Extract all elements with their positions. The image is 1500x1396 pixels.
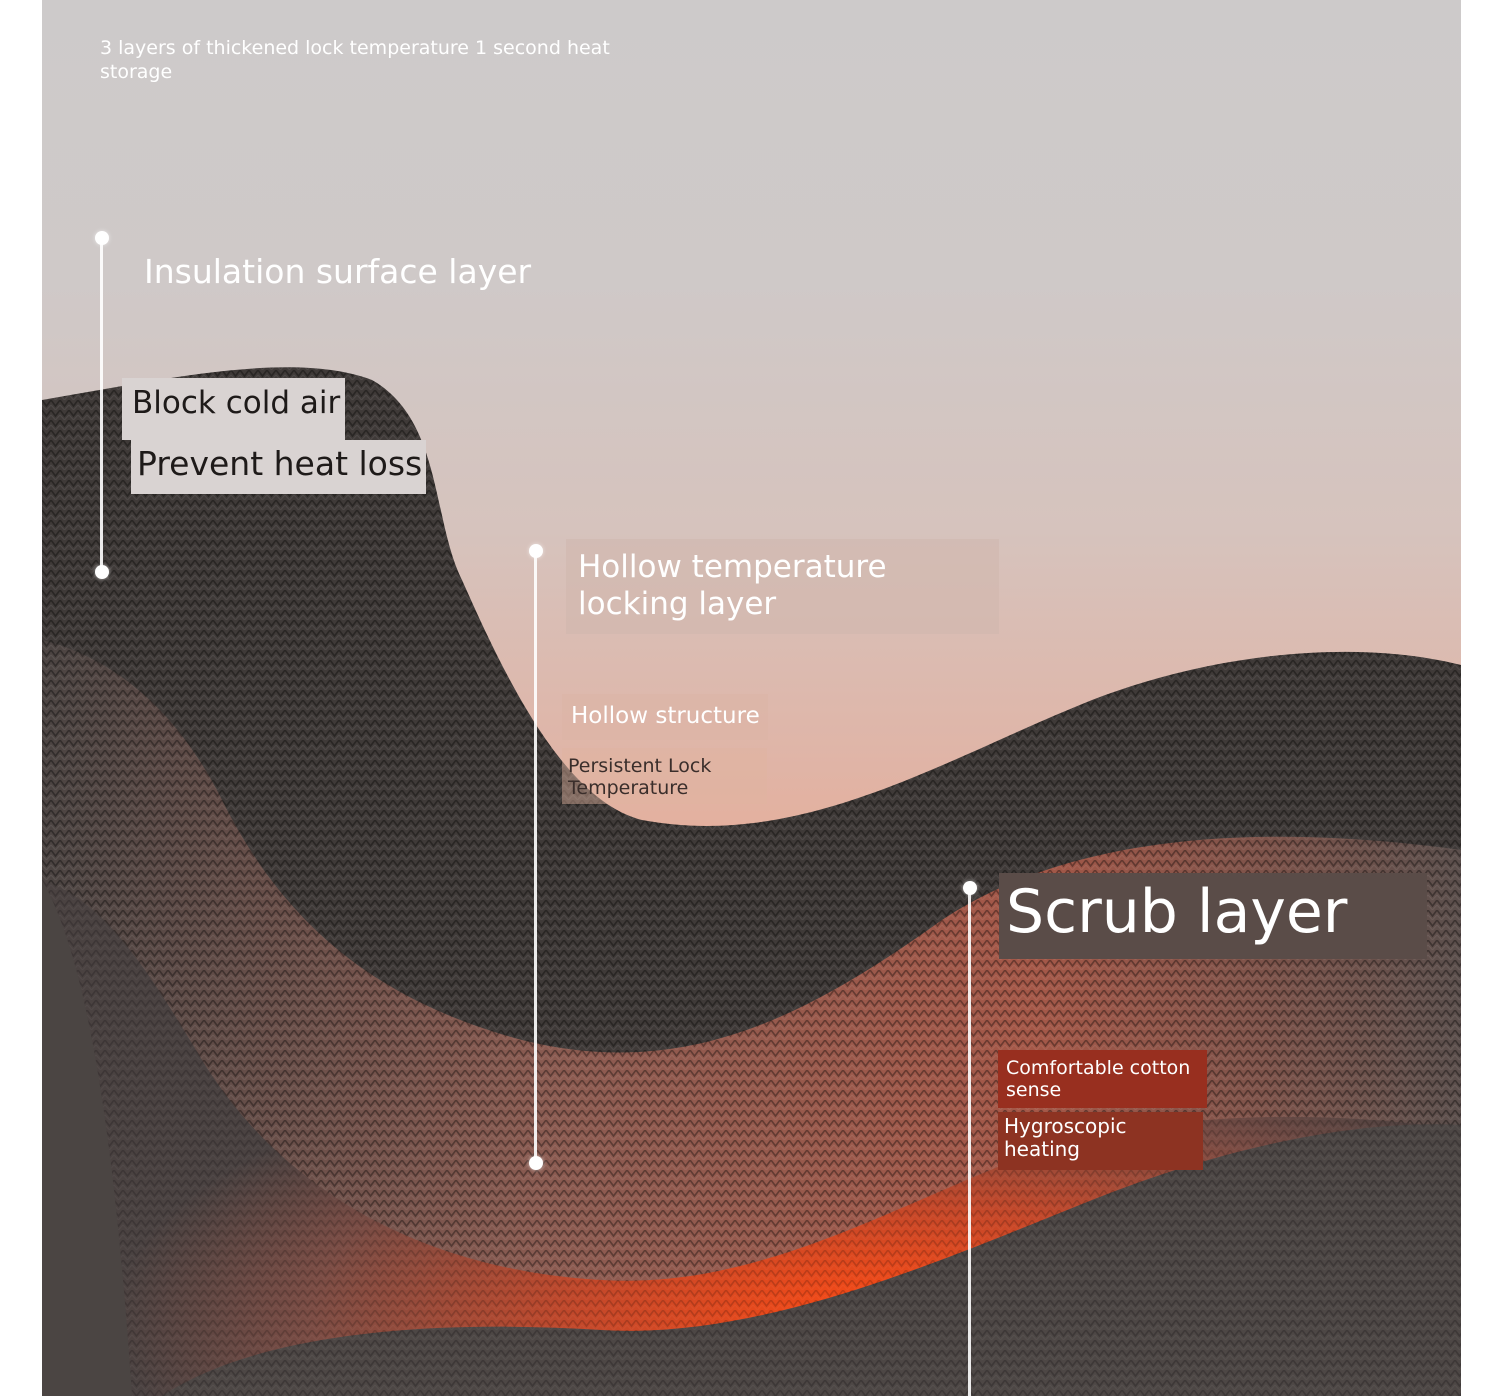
hollow-layer-title-box	[566, 539, 999, 634]
scrub-callout-line	[968, 890, 971, 1396]
hollow-callout-bottom-dot	[529, 1156, 543, 1170]
persistent-lock-temperature-tag: Persistent Lock Temperature	[568, 755, 712, 799]
comfortable-cotton-sense-tag: Comfortable cotton sense	[1006, 1057, 1191, 1101]
scrub-callout-top-dot	[963, 881, 977, 895]
block-cold-air-tag: Block cold air	[122, 378, 345, 440]
headline-text: 3 layers of thickened lock temperature 1…	[100, 37, 610, 83]
insulation-callout-bottom-dot	[95, 565, 109, 579]
product-illustration-panel: 3 layers of thickened lock temperature 1…	[42, 0, 1461, 1396]
insulation-callout-top-dot	[95, 231, 109, 245]
insulation-layer-title: Insulation surface layer	[144, 252, 532, 291]
hygroscopic-heating-tag: Hygroscopic heating	[1004, 1114, 1127, 1161]
comfortable-cotton-tag-box	[998, 1050, 1207, 1108]
insulation-callout-line	[100, 240, 103, 572]
scrub-layer-title: Scrub layer	[1006, 877, 1348, 947]
hollow-layer-title: Hollow temperature locking layer	[578, 549, 887, 622]
hollow-structure-tag-box	[562, 694, 768, 740]
persistent-lock-tag-box	[562, 748, 767, 804]
scrub-layer-title-box	[999, 873, 1427, 959]
hollow-callout-top-dot	[529, 544, 543, 558]
hollow-callout-line	[534, 553, 537, 1165]
prevent-heat-loss-tag: Prevent heat loss	[131, 440, 426, 494]
hygroscopic-heating-tag-box	[998, 1112, 1203, 1170]
hollow-structure-tag: Hollow structure	[571, 703, 760, 729]
